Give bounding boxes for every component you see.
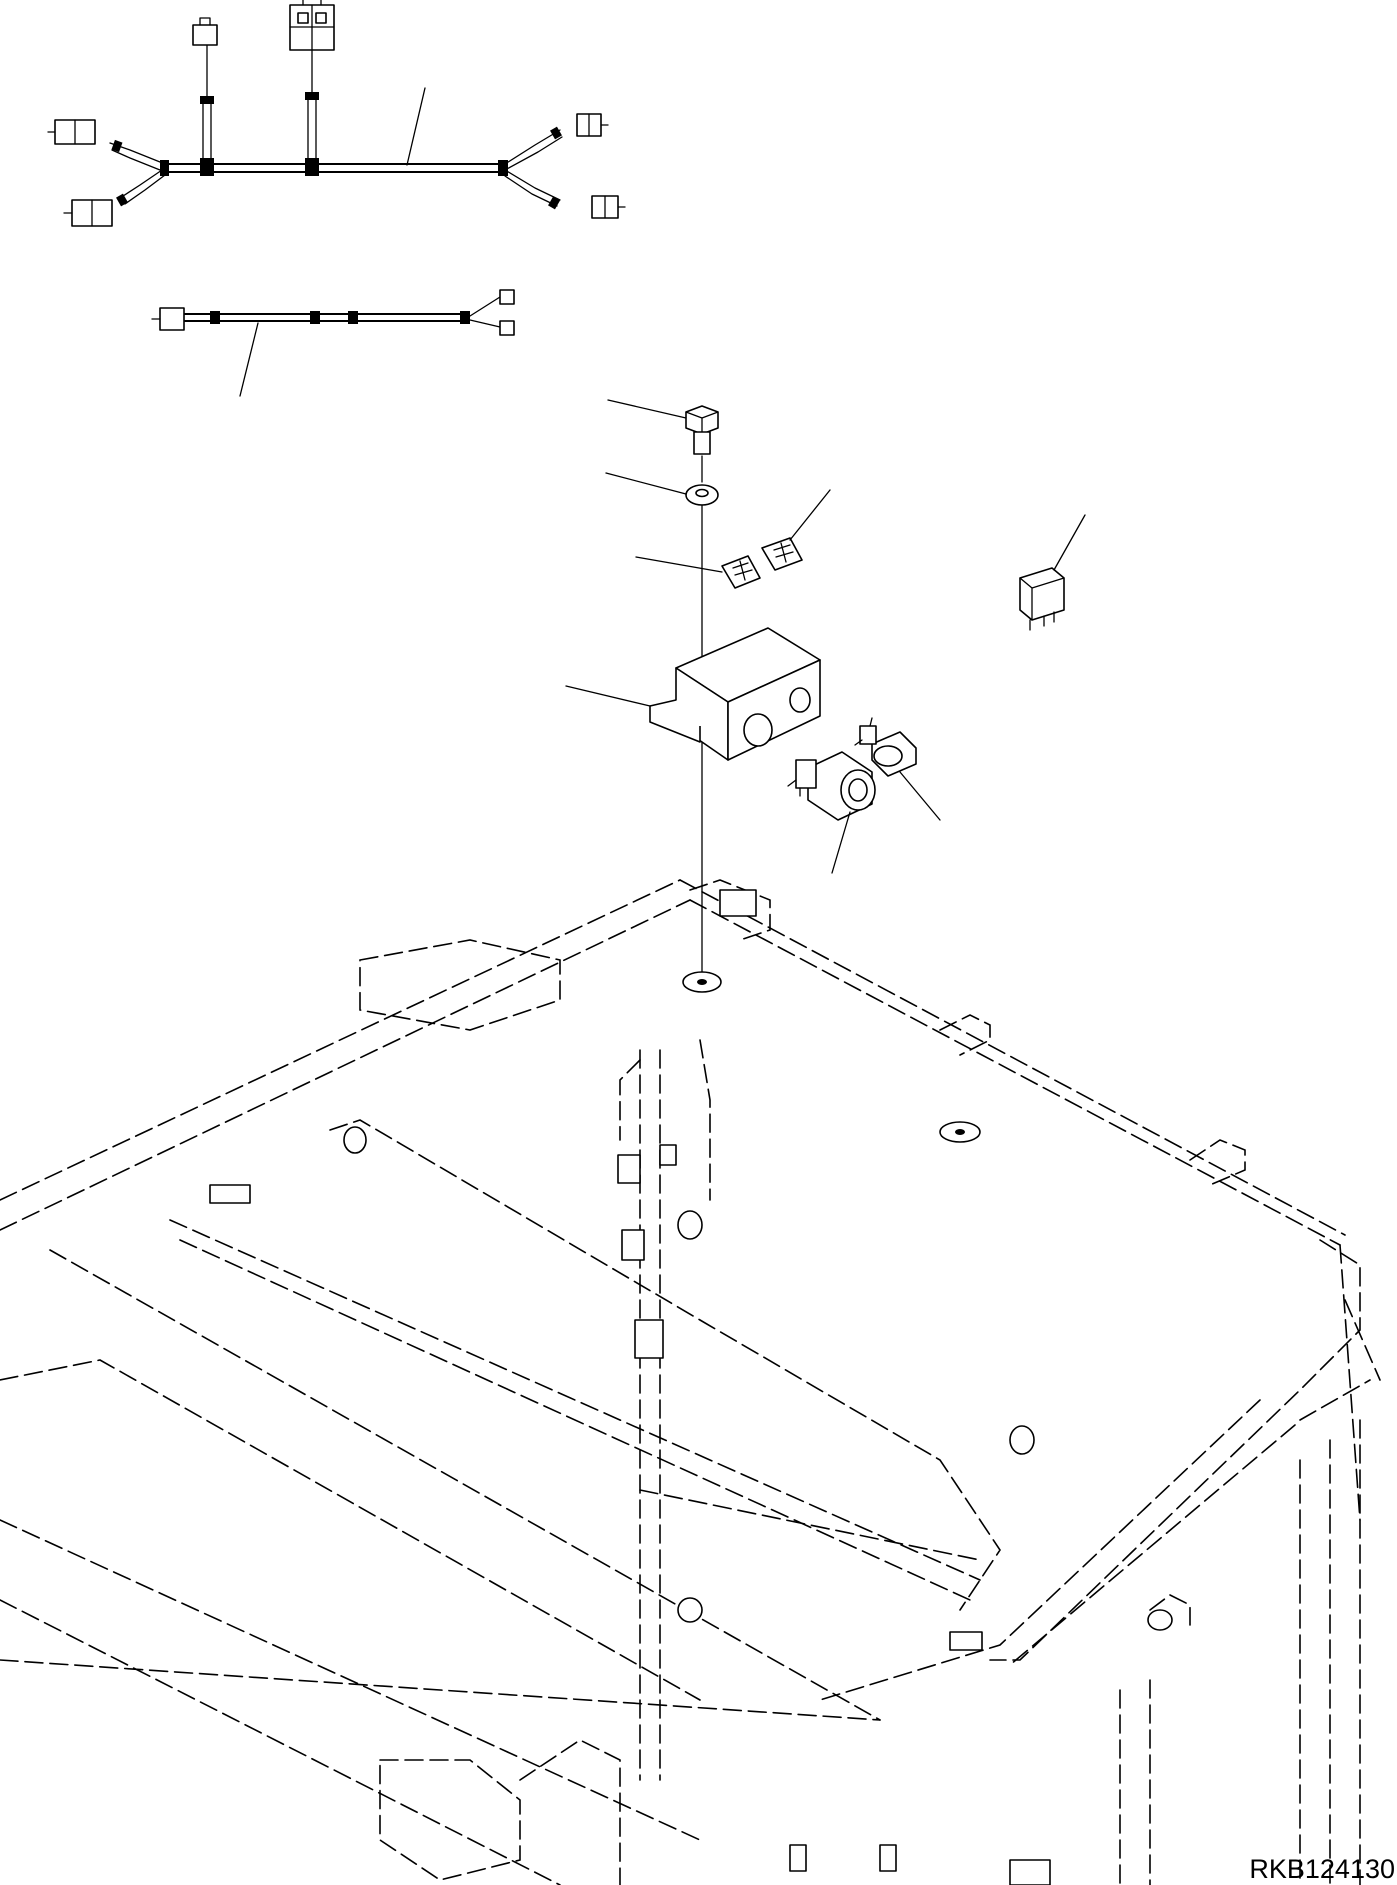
washer — [605, 472, 719, 506]
power-socket — [787, 751, 876, 874]
relay — [1019, 514, 1086, 631]
label-plate-1 — [635, 555, 761, 589]
wiring-harness-main — [47, 0, 626, 227]
reference-code: RKB124130 — [1249, 1854, 1395, 1884]
bolt — [607, 399, 719, 455]
cab-roof-frame — [0, 879, 1381, 1885]
wiring-harness-sub — [151, 289, 515, 397]
label-plate-2 — [761, 489, 831, 571]
bracket-box — [565, 627, 821, 761]
rocker-switch — [854, 717, 941, 821]
